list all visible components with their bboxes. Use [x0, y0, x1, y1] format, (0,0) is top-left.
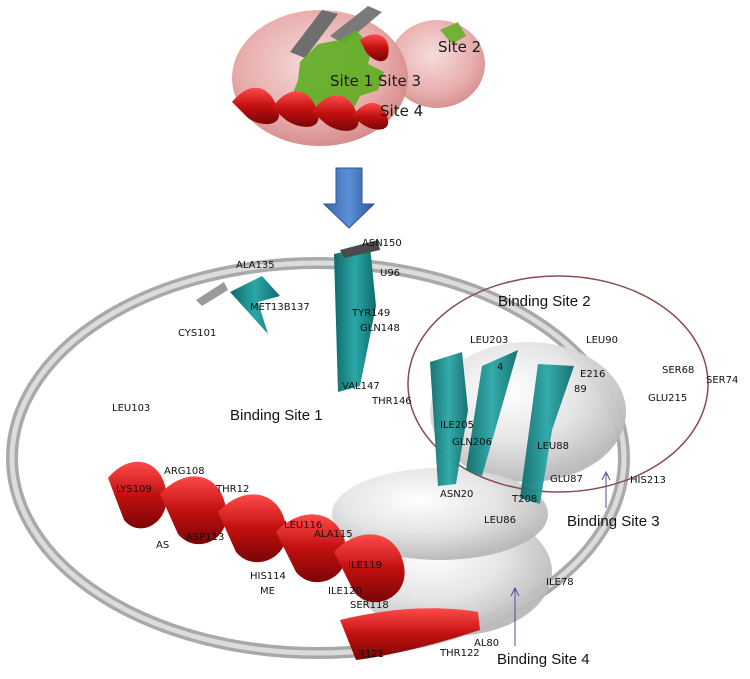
site3-sphere-lower [332, 468, 548, 560]
green-binding-surface [292, 30, 384, 118]
binding-site-1-outline [6, 257, 630, 659]
residue-ile119: ILE119 [348, 560, 382, 571]
label-binding-site-3: Binding Site 3 [567, 513, 660, 530]
residue-ile205: ILE205 [440, 420, 474, 431]
top-label-site4: Site 4 [380, 102, 423, 120]
residue-me: ME [260, 586, 275, 597]
residue-val147: VAL147 [342, 381, 380, 392]
residue-lys109: LYS109 [116, 484, 152, 495]
residue-ile78: ILE78 [546, 577, 574, 588]
residue-r121: R121 [358, 649, 384, 660]
residue-89: 89 [574, 384, 587, 395]
residue-ser68: SER68 [662, 365, 694, 376]
residue-thr112: THR12 [215, 484, 249, 495]
top-label-site2: Site 2 [438, 38, 481, 56]
residue-leu203: LEU203 [470, 335, 508, 346]
residue-leu88: LEU88 [537, 441, 569, 452]
beta-strands [196, 240, 574, 504]
residue-arg108: ARG108 [164, 466, 205, 477]
residue-ser74: SER74 [706, 375, 738, 386]
residue-labels: ASN150 U96 ALA135 MET13B137 TYR149 GLN14… [112, 238, 738, 660]
top-label-site1-site3: Site 1 Site 3 [330, 72, 421, 90]
residue-his213: HIS213 [630, 475, 666, 486]
site2-sphere [389, 20, 485, 108]
residue-met137: MET13B137 [250, 302, 310, 313]
residue-his114: HIS114 [250, 571, 286, 582]
residue-cys101: CYS101 [178, 328, 216, 339]
residue-t208: T208 [511, 494, 537, 505]
binding-site-2-outline [407, 275, 709, 493]
residue-asn20: ASN20 [440, 489, 473, 500]
residue-u96: U96 [380, 268, 400, 279]
residue-4: 4 [497, 362, 503, 373]
residue-tyr149: TYR149 [351, 308, 390, 319]
residue-gln206: GLN206 [452, 437, 492, 448]
residue-ala115: ALA115 [314, 529, 353, 540]
residue-ile120: ILE120 [328, 586, 362, 597]
residue-leu116: LEU116 [284, 520, 322, 531]
residue-asp113: ASP113 [186, 532, 224, 543]
label-binding-site-1: Binding Site 1 [230, 407, 323, 424]
residue-leu90: LEU90 [586, 335, 618, 346]
residue-thr146: THR146 [371, 396, 412, 407]
residue-thr122: THR122 [439, 648, 480, 659]
label-binding-site-4: Binding Site 4 [497, 651, 590, 668]
residue-glu215: GLU215 [648, 393, 687, 404]
residue-ala135: ALA135 [236, 260, 275, 271]
residue-gln148: GLN148 [360, 323, 400, 334]
residue-e216: E216 [580, 369, 605, 380]
residue-leu103: LEU103 [112, 403, 150, 414]
residue-leu86: LEU86 [484, 515, 516, 526]
residue-ser118: SER118 [350, 600, 389, 611]
residue-glu87: GLU87 [550, 474, 583, 485]
residue-val80: AL80 [474, 638, 499, 649]
green-binding-surface-2 [440, 22, 466, 44]
site3-pointer [601, 470, 611, 508]
top-strand-grey-2 [330, 6, 382, 44]
residue-asn150: ASN150 [362, 238, 402, 249]
top-overview-panel: Site 2 Site 1 Site 3 Site 4 [232, 6, 485, 146]
residue-as: AS [156, 540, 169, 551]
top-helix [232, 34, 389, 131]
label-binding-site-2: Binding Site 2 [498, 293, 591, 310]
top-strand-grey [290, 10, 338, 58]
site4-pointer [510, 586, 520, 646]
alpha-helix [108, 461, 480, 660]
down-arrow [322, 167, 376, 229]
